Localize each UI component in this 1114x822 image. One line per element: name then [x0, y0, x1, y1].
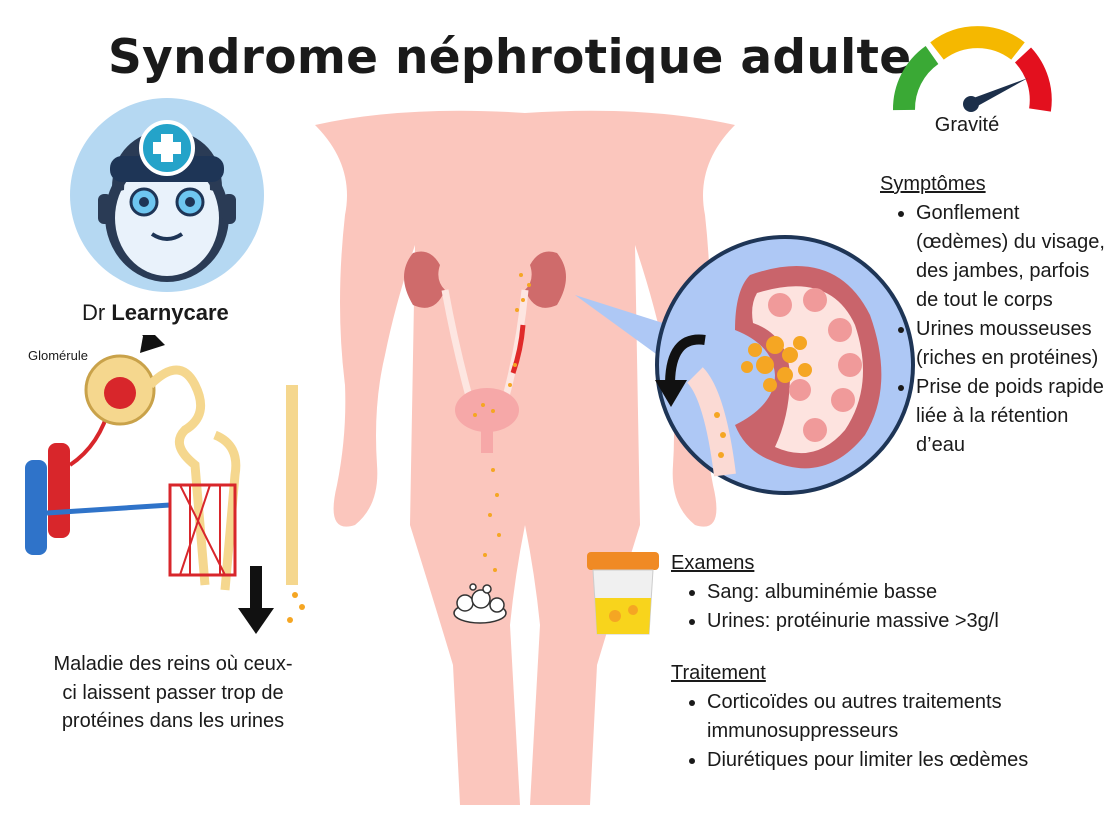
avatar — [70, 98, 264, 292]
exam-item: Urines: protéinurie massive >3g/l — [707, 607, 1091, 636]
symptom-item: Prise de poids rapide liée à la rétentio… — [916, 373, 1110, 460]
kidney-zoom — [575, 235, 920, 495]
gauge-label: Gravité — [934, 114, 1000, 136]
down-arrow-icon — [236, 566, 276, 636]
doctor-avatar-icon — [70, 98, 264, 292]
body-silhouette-icon — [315, 110, 735, 805]
kidney-zoom-icon — [575, 235, 915, 495]
treatment-item: Diurétiques pour limiter les œdèmes — [707, 746, 1091, 775]
urine-cup-icon — [583, 548, 663, 638]
nephron-icon — [25, 321, 305, 623]
doctor-name: Dr Learnycare — [82, 300, 229, 326]
traitement-heading: Traitement — [671, 662, 766, 684]
nephron-diagram — [20, 321, 320, 635]
symptomes-heading: Symptômes — [880, 173, 986, 195]
examens-heading: Examens — [671, 552, 755, 574]
severity-gauge: Gravité — [892, 22, 1060, 146]
glomerule-label: Glomérule — [28, 348, 88, 363]
examens-section: Examens Sang: albuminémie basse Urines: … — [671, 549, 1091, 636]
traitement-section: Traitement Corticoïdes ou autres traitem… — [671, 659, 1091, 775]
symptom-item: Urines mousseuses (riches en protéines) — [916, 315, 1110, 373]
symptom-item: Gonflement (œdèmes) du visage, des jambe… — [916, 199, 1110, 315]
disease-description: Maladie des reins où ceux-ci laissent pa… — [53, 653, 293, 732]
treatment-item: Corticoïdes ou autres traitements immuno… — [707, 688, 1091, 746]
human-body-figure — [285, 105, 765, 817]
page-title: Syndrome néphrotique adulte — [108, 30, 912, 85]
gauge-icon — [893, 26, 1052, 112]
symptomes-section: Symptômes Gonflement (œdèmes) du visage,… — [880, 170, 1110, 460]
doctor-brand: Learnycare — [111, 300, 229, 325]
doctor-prefix: Dr — [82, 300, 106, 325]
exam-item: Sang: albuminémie basse — [707, 578, 1091, 607]
